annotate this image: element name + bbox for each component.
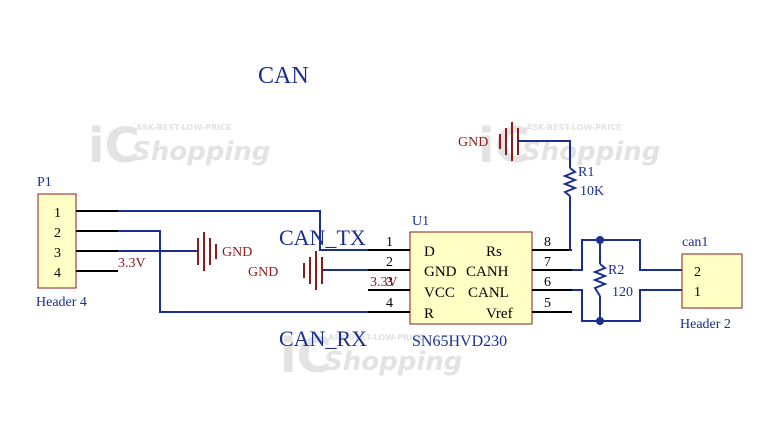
p1-wires [118, 210, 368, 313]
u1-pin-num-7: 7 [544, 255, 551, 270]
gnd-symbol-p1 [197, 232, 217, 271]
p1-body [37, 193, 77, 289]
wire-can-rx [118, 230, 368, 313]
watermark-main: Shopping [132, 137, 270, 167]
watermark-main: Shopping [324, 347, 462, 377]
can1-value: Header 2 [680, 317, 731, 332]
r2-ref: R2 [608, 263, 624, 278]
u1-ref: U1 [412, 214, 429, 229]
watermark-tagline: ASK-BEST-LOW-PRICE [328, 333, 423, 342]
r2-value: 120 [612, 285, 633, 300]
v33-label-u1: 3.3V [370, 275, 398, 290]
wire-can-tx [118, 210, 368, 251]
r1-body [562, 167, 578, 197]
u1-pin-num-4: 4 [386, 296, 393, 311]
v33-label-p1: 3.3V [118, 256, 146, 271]
p1-pin-2: 2 [54, 226, 61, 241]
net-can-tx: CAN_TX [279, 225, 366, 250]
u1-part: SN65HVD230 [412, 333, 507, 350]
can1-body [681, 253, 743, 309]
watermark-bottom: iC Shopping ASK-BEST-LOW-PRICE [280, 328, 462, 384]
schematic-title: CAN [258, 63, 309, 89]
p1-pin-3: 3 [54, 246, 61, 261]
gnd-symbol-u1 [303, 251, 323, 290]
can1-ref: can1 [682, 235, 708, 250]
u1-pin-name-d: D [424, 244, 435, 260]
can1-pin-1: 1 [694, 285, 701, 300]
u1-body [409, 231, 533, 325]
u1-pin-name-canl: CANL [468, 285, 509, 301]
p1-pin-1: 1 [54, 206, 61, 221]
u1-pin-num-3: 3 [386, 275, 393, 290]
p1-ref: P1 [37, 175, 52, 190]
r1-value: 10K [580, 184, 604, 199]
u1-pin-num-2: 2 [386, 255, 393, 270]
junction-r2-top [596, 236, 604, 244]
r2-body [592, 263, 608, 297]
u1-pin-num-1: 1 [386, 235, 393, 250]
u1-left-pin-stubs [368, 249, 410, 313]
junction-r2-bottom [596, 317, 604, 325]
watermark-tagline: ASK-BEST-LOW-PRICE [526, 123, 621, 132]
gnd-label-u1: GND [248, 265, 278, 280]
watermark-brand: iC [280, 328, 332, 384]
r1-ref: R1 [578, 165, 594, 180]
u1-pin-num-8: 8 [544, 235, 551, 250]
can1-pin-2: 2 [694, 265, 701, 280]
wire-r1 [518, 140, 572, 251]
watermark-tagline: ASK-BEST-LOW-PRICE [136, 123, 231, 132]
u1-pin-name-vcc: VCC [424, 285, 455, 301]
u1-pin-num-5: 5 [544, 296, 551, 311]
u1-pin-name-r: R [424, 306, 434, 322]
gnd-label-p1: GND [222, 245, 252, 260]
watermark-brand: iC [478, 118, 530, 174]
u1-pin-name-vref: Vref [486, 306, 513, 322]
u1-pin-name-rs: Rs [486, 244, 502, 260]
wire-can-bus [572, 239, 682, 322]
p1-pin-4: 4 [54, 266, 61, 281]
u1-pin-name-canh: CANH [466, 264, 509, 280]
u1-pin-name-gnd: GND [424, 264, 457, 280]
watermark-left: iC Shopping ASK-BEST-LOW-PRICE [88, 118, 270, 174]
u1-pin-num-6: 6 [544, 275, 551, 290]
gnd-label-r1: GND [458, 135, 488, 150]
wire-canl [572, 289, 682, 322]
wire-canh [572, 239, 682, 271]
u1-right-pin-stubs [532, 249, 572, 313]
net-can-rx: CAN_RX [279, 326, 367, 351]
p1-value: Header 4 [36, 295, 87, 310]
p1-pin-stubs [76, 210, 118, 272]
watermark-brand: iC [88, 118, 140, 174]
